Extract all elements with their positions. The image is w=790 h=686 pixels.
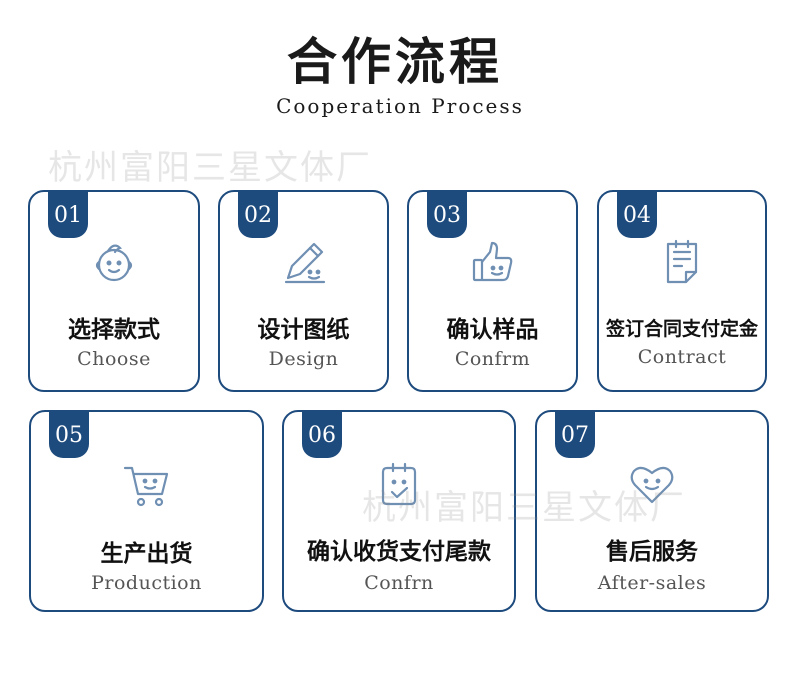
page-title: 合作流程 xyxy=(287,32,503,91)
page-subtitle: Cooperation Process xyxy=(276,94,524,118)
watermark: 杭州富阳三星文体厂 xyxy=(48,148,372,188)
step-subtitle: Confrm xyxy=(454,348,531,370)
clipboard-check-icon xyxy=(381,462,417,506)
heart-icon xyxy=(630,466,674,504)
step-number: 06 xyxy=(302,410,342,458)
step-title: 确认收货支付尾款 xyxy=(307,539,491,565)
watermark: 杭州富阳三星文体厂 xyxy=(362,488,686,528)
step-card-production: 05 生产出货 Production xyxy=(29,410,264,612)
pencil-icon xyxy=(284,242,325,284)
step-title: 生产出货 xyxy=(100,541,193,567)
step-title: 签订合同支付定金 xyxy=(605,318,758,340)
step-card-contract: 04 签订合同支付定金 Contract xyxy=(597,190,767,392)
step-subtitle: Confrn xyxy=(364,572,434,594)
step-number: 01 xyxy=(48,190,88,238)
step-number: 07 xyxy=(555,410,595,458)
step-card-payment: 06 确认收货支付尾款 Confrn xyxy=(282,410,516,612)
step-subtitle: Production xyxy=(91,572,202,594)
step-title: 设计图纸 xyxy=(257,317,350,343)
step-card-confirm-sample: 03 确认样品 Confrm xyxy=(407,190,578,392)
step-number: 02 xyxy=(238,190,278,238)
step-number: 05 xyxy=(49,410,89,458)
step-subtitle: Contract xyxy=(637,346,727,368)
thumbs-up-icon xyxy=(472,241,512,282)
step-subtitle: After-sales xyxy=(597,572,707,594)
step-title: 售后服务 xyxy=(606,539,698,565)
step-title: 选择款式 xyxy=(68,317,160,343)
step-card-design: 02 设计图纸 Design xyxy=(218,190,389,392)
baby-face-icon xyxy=(95,244,133,282)
step-card-choose: 01 选择款式 Choose xyxy=(28,190,200,392)
step-card-after-sales: 07 售后服务 After-sales xyxy=(535,410,769,612)
step-title: 确认样品 xyxy=(446,317,539,343)
shopping-cart-icon xyxy=(123,466,168,507)
step-subtitle: Design xyxy=(268,348,339,370)
step-number: 03 xyxy=(427,190,467,238)
step-number: 04 xyxy=(617,190,657,238)
step-subtitle: Choose xyxy=(77,348,151,370)
contract-document-icon xyxy=(666,239,698,284)
